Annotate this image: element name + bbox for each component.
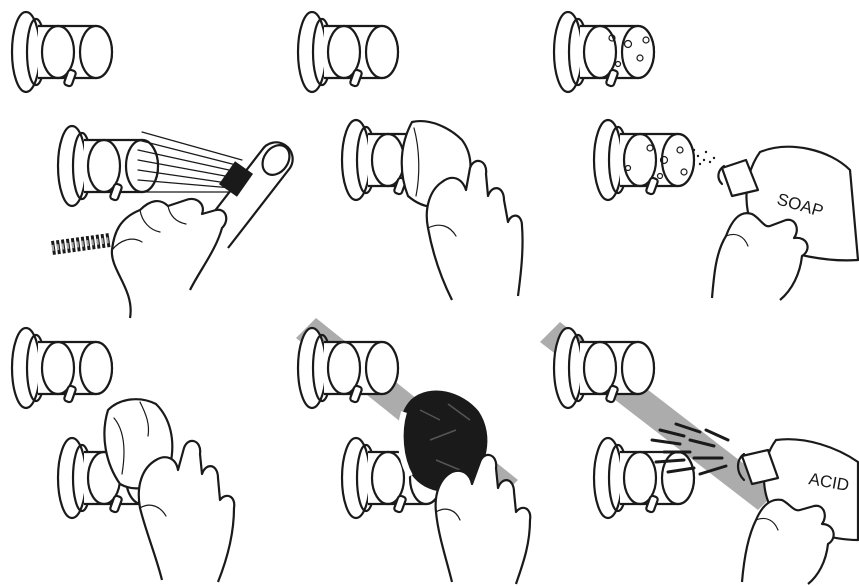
hand-icon <box>427 161 523 300</box>
scouring-pad-icon <box>401 391 487 490</box>
hose-icon <box>52 240 110 248</box>
hand-icon <box>139 441 234 582</box>
hand-icon <box>742 500 834 584</box>
valve-icon <box>298 12 398 92</box>
valve-icon <box>594 120 694 200</box>
hand-icon <box>112 199 226 318</box>
valve-icon <box>594 438 694 518</box>
panel-no-abrasive-pad <box>296 318 530 584</box>
panel-no-acid: ACID <box>540 322 858 584</box>
hand-icon <box>436 455 531 584</box>
valve-icon <box>12 328 112 408</box>
panel-water-rinse <box>12 12 295 318</box>
valve-icon <box>12 12 112 92</box>
valve-with-spots <box>594 120 694 200</box>
hand-icon <box>712 213 808 300</box>
panel-soft-cloth-wipe <box>298 12 523 300</box>
panel-dry-cloth <box>12 328 234 582</box>
valve-with-spots <box>554 12 654 92</box>
spray-mist-icon <box>693 149 715 165</box>
panel-soap-spray: SOAP <box>554 12 858 300</box>
valve-icon <box>554 12 654 92</box>
valve-icon <box>58 126 158 206</box>
